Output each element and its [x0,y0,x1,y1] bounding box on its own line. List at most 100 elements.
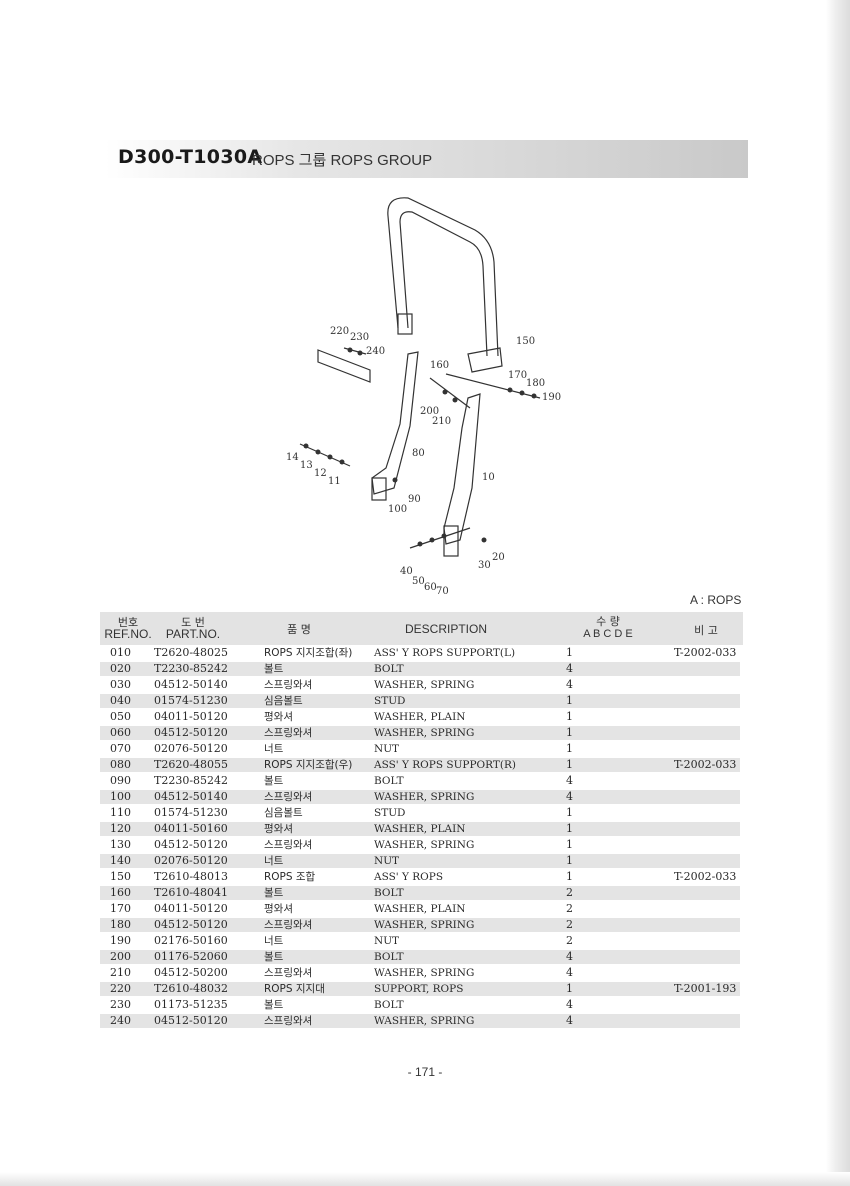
ref-no: 020 [110,662,131,675]
quantity: 2 [566,902,573,915]
ref-no: 060 [110,726,131,739]
rops-frame-inner [399,211,488,357]
korean-name: 스프링와셔 [264,727,313,739]
ref-no: 230 [110,998,131,1011]
description: WASHER, PLAIN [374,711,466,723]
callout-11: 11 [328,476,341,487]
table-row: 060 04512-50120 스프링와셔 WASHER, SPRING 1 [100,725,743,741]
left-support-base [371,477,387,501]
rops-frame-outer [387,197,499,357]
description: WASHER, SPRING [374,727,475,739]
row-stripe [100,982,740,996]
ref-no: 150 [110,870,131,883]
quantity: 4 [566,998,573,1011]
callout-40: 40 [400,566,413,577]
row-stripe [100,918,740,932]
korean-name: 스프링와셔 [264,791,313,803]
korean-name: 평와셔 [264,903,293,915]
ref-no: 160 [110,886,131,899]
ref-no: 120 [110,822,131,835]
part-no: 04011-50120 [154,710,228,723]
description: WASHER, SPRING [374,967,475,979]
part-no: 01574-51230 [154,694,228,707]
ref-no: 200 [110,950,131,963]
description: WASHER, PLAIN [374,823,466,835]
callout-12: 12 [314,468,327,479]
ref-no: 080 [110,758,131,771]
part-no: 04512-50120 [154,838,228,851]
part-no: 04512-50120 [154,918,228,931]
korean-name: 스프링와셔 [264,839,313,851]
group-title: ROPS 그룹 ROPS GROUP [252,152,433,169]
callout-10: 10 [482,472,495,483]
description: WASHER, SPRING [374,679,475,691]
row-stripe [100,854,740,868]
ref-no: 030 [110,678,131,691]
callout-210: 210 [432,416,451,427]
quantity: 1 [566,742,573,755]
part-no: 04011-50160 [154,822,228,835]
part-no: 04512-50120 [154,1014,228,1027]
ref-no: 110 [110,806,131,819]
frame-left-foot [397,313,413,335]
quantity: 1 [566,806,573,819]
remark: T-2001-193 [674,982,737,995]
ref-no: 170 [110,902,131,915]
korean-name: 스프링와셔 [264,967,313,979]
ref-no: 190 [110,934,131,947]
row-stripe [100,662,740,676]
ref-no: 130 [110,838,131,851]
korean-name: 너트 [264,935,284,947]
ref-no: 240 [110,1014,131,1027]
callout-14: 14 [286,452,299,463]
quantity: 1 [566,758,573,771]
quantity: 2 [566,934,573,947]
quantity: 1 [566,822,573,835]
ref-no: 040 [110,694,131,707]
korean-name: 볼트 [264,887,284,899]
description: SUPPORT, ROPS [374,983,464,995]
quantity: 1 [566,694,573,707]
callout-230: 230 [350,332,369,343]
header-description: DESCRIPTION [404,622,487,636]
mid-bolt-line [429,377,471,409]
header-part-ko: 도 번 [181,616,205,629]
bar-bolt-line [343,347,367,355]
part-no: 04512-50120 [154,726,228,739]
row-stripe [100,742,740,756]
korean-name: 볼트 [264,999,284,1011]
korean-name: 스프링와셔 [264,1015,313,1027]
quantity: 1 [566,726,573,739]
quantity: 1 [566,710,573,723]
row-stripe [100,726,740,740]
left-support [371,351,419,495]
korean-name: 심음볼트 [264,807,303,819]
title-bar [105,140,748,178]
header-qty-columns: A B C D E [583,628,633,640]
korean-name: ROPS 조합 [264,871,316,883]
row-stripe [100,678,740,692]
part-no: T2610-48013 [154,870,229,883]
korean-name: 평와셔 [264,711,293,723]
frame-right-foot [467,347,503,373]
part-no: 04512-50140 [154,678,228,691]
row-stripe [100,966,740,980]
quantity: 2 [566,918,573,931]
header-part-en: PART.NO. [165,627,221,641]
row-stripe [100,790,740,804]
callout-90: 90 [408,494,421,505]
row-stripe [100,758,740,772]
callout-50: 50 [412,576,425,587]
header-ref-en: REF.NO. [104,627,152,641]
